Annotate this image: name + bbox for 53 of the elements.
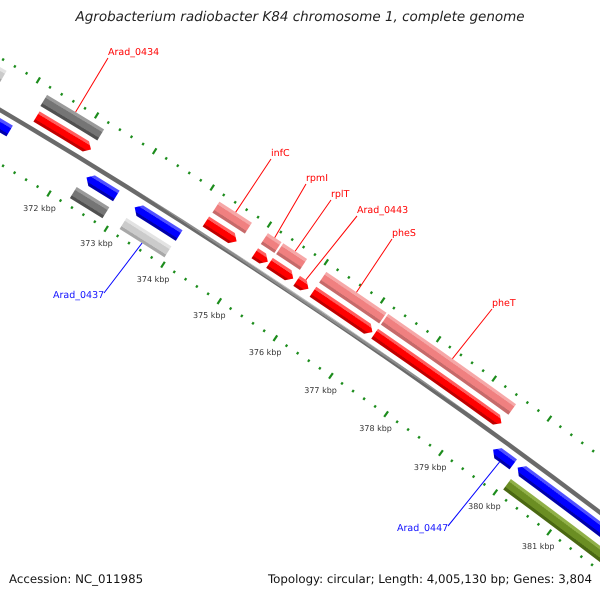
pointed-gene-bar [202,216,237,244]
scale-label: 380 kbp [468,502,501,512]
gene-label: pheT [492,298,516,309]
genome-stats-text: Topology: circular; Length: 4,005,130 bp; Genes: 3,804 [268,572,592,586]
gene-label: Arad_0443 [357,205,408,216]
leader-line [305,216,358,280]
leader-line [448,462,500,526]
gene-bar [0,66,7,82]
leader-line [356,238,392,293]
gene-label: rpmI [306,173,328,184]
gene-bar [503,479,600,562]
gene-label: Arad_0437 [53,290,104,301]
scale-label: 375 kbp [192,311,226,322]
scale-label: 377 kbp [304,386,337,396]
scale-label: 374 kbp [136,274,170,285]
gene-label: Arad_0434 [108,47,160,58]
scale-label: 378 kbp [359,424,392,434]
leader-line [274,184,306,238]
gene-label: rplT [331,189,350,200]
gene-bar [212,202,252,234]
scale-label: 381 kbp [522,542,554,552]
gene-label: Arad_0447 [397,523,448,534]
gene-bar [380,314,516,415]
gene-label: infC [271,148,290,159]
scale-label: 376 kbp [248,348,282,358]
leader-line [235,158,272,213]
scale-label: 372 kbp [23,204,56,214]
gene-label: pheS [392,228,416,239]
leader-line [75,58,108,113]
diagram-title: Agrobacterium radiobacter K84 chromosome 1, complete genome [76,9,525,25]
gene-bar [70,187,110,218]
gene-bar [40,94,104,140]
gene-bar [120,218,172,258]
gene-bar [260,233,282,253]
pointed-gene-bar [293,276,308,290]
scale-label: 379 kbp [414,462,447,473]
scale-label: 373 kbp [80,239,113,250]
gene-bar [276,243,308,270]
gene-bar [319,272,387,324]
accession-text: Accession: NC_011985 [9,572,144,586]
pointed-gene-bar [134,205,183,241]
pointed-gene-bar [518,466,600,537]
pointed-gene-bar [493,448,517,470]
pointed-gene-bar [310,286,372,334]
gene-bar [0,118,13,136]
pointed-gene-bar [266,258,294,280]
leader-line [104,242,143,294]
pointed-gene-bar [86,175,120,202]
pointed-gene-bar [33,111,91,152]
pointed-gene-bar [251,248,268,264]
leader-line [452,308,492,360]
leader-line [294,200,332,252]
pointed-gene-bar [371,328,502,425]
